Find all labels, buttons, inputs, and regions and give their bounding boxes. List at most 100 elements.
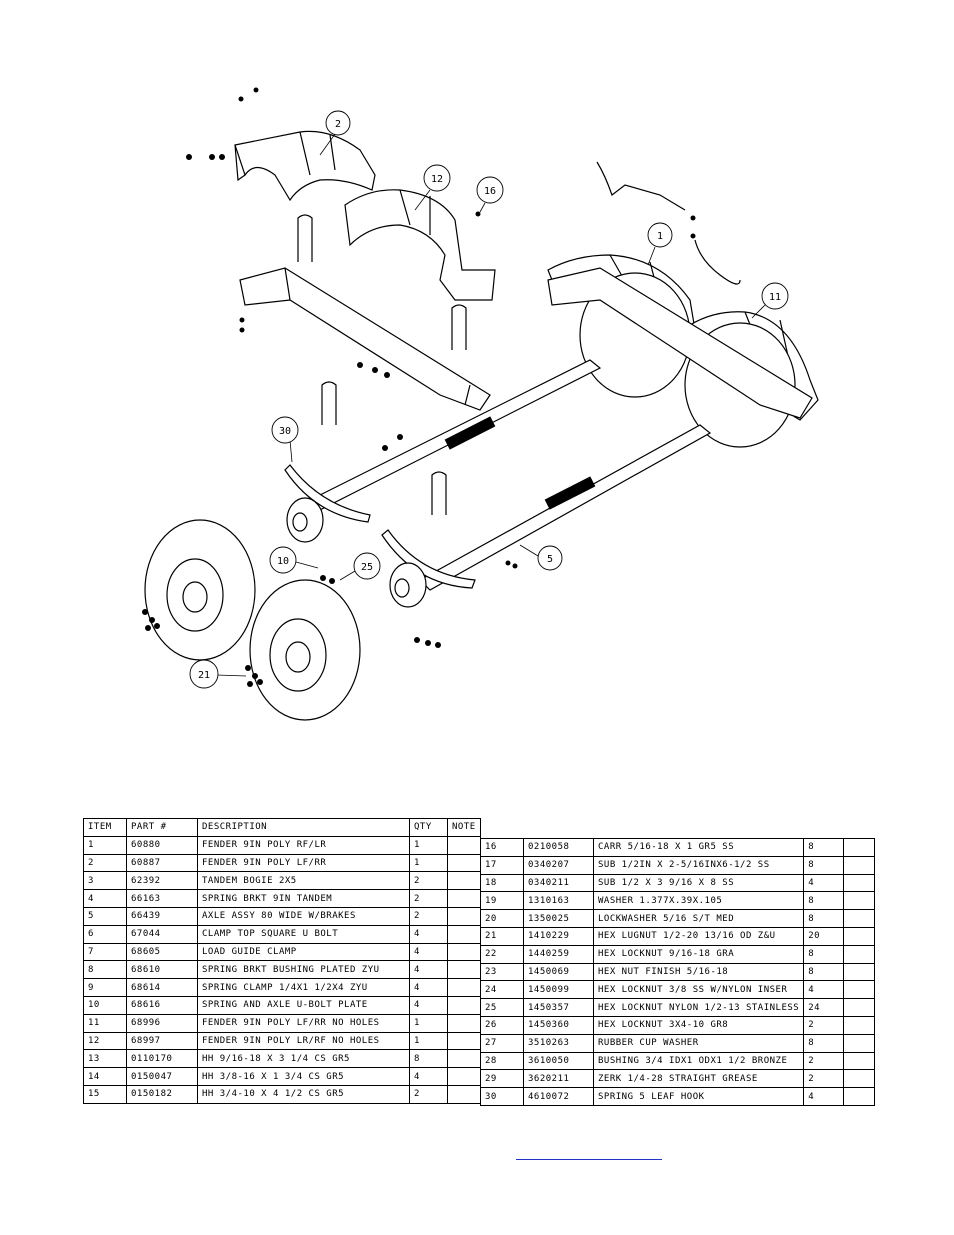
cell-qty: 2 [409, 906, 448, 926]
cell-part-number: 60887 [126, 853, 198, 873]
header-description: DESCRIPTION [197, 818, 410, 837]
cell-description: HEX LUGNUT 1/2-20 13/16 OD Z&U [592, 926, 805, 946]
cell-qty: 2 [409, 871, 448, 891]
cell-description: SUB 1/2IN X 2-5/16INX6-1/2 SS [592, 855, 805, 875]
cell-note [843, 998, 876, 1017]
callout-25: 25 [361, 562, 373, 573]
cell-part-number: 0210058 [523, 838, 594, 857]
cell-description: SPRING AND AXLE U-BOLT PLATE [197, 995, 410, 1015]
cell-item: 27 [480, 1033, 524, 1053]
cell-item: 8 [83, 960, 127, 980]
cell-note [447, 871, 481, 891]
cell-description: HEX NUT FINISH 5/16-18 [592, 962, 805, 982]
cell-qty: 2 [803, 1051, 845, 1071]
cell-qty: 4 [409, 995, 448, 1015]
cell-qty: 2 [409, 1084, 448, 1104]
hyperlink-underline[interactable] [516, 1159, 662, 1160]
cell-part-number: 0340211 [523, 873, 594, 893]
cell-item: 22 [480, 944, 524, 964]
cell-item: 30 [480, 1087, 524, 1106]
cell-part-number: 1440259 [523, 944, 594, 964]
callout-11: 11 [769, 292, 781, 303]
cell-description: SPRING BRKT 9IN TANDEM [197, 889, 410, 908]
cell-qty: 8 [803, 838, 845, 857]
cell-item: 26 [480, 1015, 524, 1035]
cell-note [843, 962, 876, 982]
header-qty: QTY [409, 818, 448, 837]
cell-note [843, 909, 876, 928]
fender-12-drawing [344, 189, 496, 301]
cell-item: 12 [83, 1031, 127, 1051]
cell-qty: 4 [409, 960, 448, 980]
cell-qty: 4 [409, 1067, 448, 1086]
cell-qty: 8 [803, 909, 845, 928]
callout-30: 30 [279, 426, 291, 437]
cell-qty: 8 [803, 891, 845, 911]
cell-part-number: 67044 [126, 924, 198, 944]
cell-part-number: 62392 [126, 871, 198, 891]
cell-description: HH 3/4-10 X 4 1/2 CS GR5 [197, 1084, 410, 1104]
cell-note [843, 944, 876, 964]
cell-description: FENDER 9IN POLY LR/RF NO HOLES [197, 1031, 410, 1051]
cell-note [447, 942, 481, 962]
cell-part-number: 3620211 [523, 1069, 594, 1089]
cell-part-number: 0110170 [126, 1049, 198, 1069]
cell-note [447, 924, 481, 944]
cell-qty: 4 [803, 1087, 845, 1106]
u-bolts-drawing [297, 214, 467, 515]
cell-qty: 2 [803, 1069, 845, 1089]
cell-part-number: 68997 [126, 1031, 198, 1051]
exploded-assembly-drawing: 2 12 16 1 11 30 10 25 5 21 [142, 87, 819, 721]
cell-note [843, 1051, 876, 1071]
cell-description: RUBBER CUP WASHER [592, 1033, 805, 1053]
cell-part-number: 3610050 [523, 1051, 594, 1071]
cell-note [447, 995, 481, 1015]
cell-note [447, 906, 481, 926]
cell-note [843, 980, 876, 1000]
cell-qty: 4 [803, 873, 845, 893]
cell-item: 28 [480, 1051, 524, 1071]
cell-description: LOAD GUIDE CLAMP [197, 942, 410, 962]
cell-qty: 8 [409, 1049, 448, 1069]
cell-qty: 1 [409, 835, 448, 855]
cell-part-number: 0340207 [523, 855, 594, 875]
cell-item: 29 [480, 1069, 524, 1089]
cell-item: 25 [480, 998, 524, 1017]
cell-part-number: 4610072 [523, 1087, 594, 1106]
cell-part-number: 68996 [126, 1013, 198, 1033]
cell-item: 18 [480, 873, 524, 893]
cell-note [843, 1033, 876, 1053]
cell-qty: 1 [409, 853, 448, 873]
spring-bracket-frame [239, 267, 813, 419]
cell-description: HEX LOCKNUT 9/16-18 GRA [592, 944, 805, 964]
cell-part-number: 1310163 [523, 891, 594, 911]
cell-qty: 8 [803, 1033, 845, 1053]
cell-item: 5 [83, 906, 127, 926]
cell-note [447, 889, 481, 908]
cell-description: HH 9/16-18 X 3 1/4 CS GR5 [197, 1049, 410, 1069]
cell-item: 4 [83, 889, 127, 908]
cell-note [447, 1031, 481, 1051]
callout-12: 12 [431, 174, 443, 185]
hardware-drawing [142, 87, 696, 687]
header-note: NOTE [447, 818, 481, 837]
